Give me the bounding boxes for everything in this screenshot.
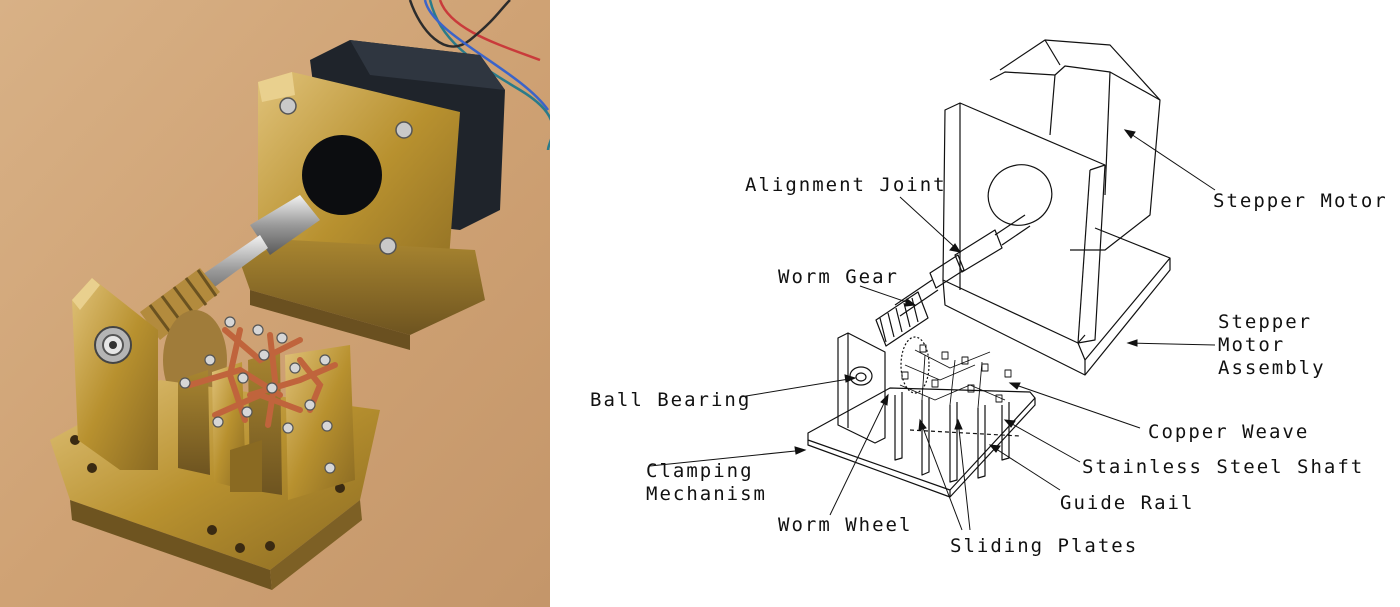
mount-base-drawing	[942, 227, 1171, 376]
label-sliding-plates: Sliding Plates	[950, 535, 1139, 557]
motor-mount-base	[240, 240, 485, 335]
label-stainless-steel-shaft: Stainless Steel Shaft	[1082, 456, 1365, 478]
label-stepper-motor-assembly: Stepper Motor Assembly	[1218, 311, 1326, 380]
mount-screws	[279, 97, 413, 255]
label-clamping-mechanism-line2: Mechanism	[646, 483, 767, 505]
worm-wheel-drawing	[900, 336, 930, 394]
technical-drawing	[649, 39, 1216, 531]
device-photo	[0, 0, 550, 607]
copper-weave	[187, 327, 338, 428]
copper-weave-drawing	[899, 344, 1012, 409]
label-alignment-joint: Alignment Joint	[745, 174, 947, 196]
label-clamping-mechanism: Clamping Mechanism	[646, 460, 767, 506]
plate-screws	[179, 316, 336, 474]
label-stepper-motor-assembly-line1: Stepper	[1218, 311, 1313, 333]
motor-shaft-hole	[302, 135, 382, 215]
sliding-plates-drawing	[894, 392, 1010, 483]
label-stepper-motor-assembly-line3: Assembly	[1218, 357, 1326, 379]
guide-rail-drawing	[909, 429, 1021, 437]
bearing-plate	[72, 278, 158, 470]
bearing-plate-drawing	[837, 332, 886, 444]
motor-wires	[408, 0, 550, 151]
alignment-coupling	[250, 195, 320, 255]
label-clamping-mechanism-line1: Clamping	[646, 460, 754, 482]
label-copper-weave: Copper Weave	[1148, 421, 1310, 443]
base-plate-drawing	[807, 387, 1036, 498]
label-ball-bearing: Ball Bearing	[590, 389, 752, 411]
base-holes	[70, 435, 345, 553]
label-stepper-motor: Stepper Motor	[1213, 190, 1388, 212]
label-worm-wheel: Worm Wheel	[778, 514, 913, 536]
label-guide-rail: Guide Rail	[1060, 492, 1195, 514]
label-worm-gear: Worm Gear	[778, 266, 899, 288]
leader-lines	[649, 129, 1216, 531]
motor-hole-drawing	[987, 164, 1053, 226]
ball-bearing	[94, 326, 132, 364]
label-stepper-motor-assembly-line2: Motor	[1218, 334, 1286, 356]
